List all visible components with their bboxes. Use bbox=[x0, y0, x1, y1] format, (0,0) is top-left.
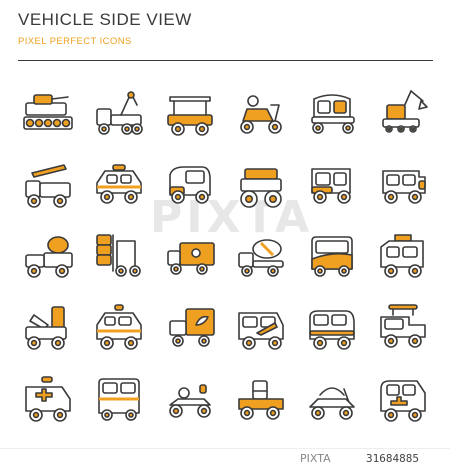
cement-mixer-icon bbox=[237, 239, 284, 277]
buggy-icon bbox=[308, 387, 355, 420]
forklift-icon bbox=[95, 234, 141, 277]
excavator-icon bbox=[381, 90, 428, 133]
cargo-truck-icon bbox=[166, 242, 215, 275]
icon-cell bbox=[296, 148, 367, 220]
page-subtitle: PIXEL PERFECT ICONS bbox=[18, 36, 132, 47]
icon-cell bbox=[225, 292, 296, 364]
page-title: VEHICLE SIDE VIEW bbox=[18, 10, 192, 29]
stock-logo: PIXTA bbox=[300, 452, 331, 465]
icon-cell bbox=[367, 148, 438, 220]
auto-rickshaw-icon bbox=[310, 94, 355, 134]
icon-cell bbox=[225, 76, 296, 148]
taxi-icon bbox=[95, 164, 142, 204]
icon-cell bbox=[12, 148, 83, 220]
garbage-truck-icon bbox=[24, 306, 67, 350]
icon-cell bbox=[83, 220, 154, 292]
icon-cell bbox=[12, 292, 83, 364]
icon-cell bbox=[154, 220, 225, 292]
stock-image-id: 31684885 bbox=[366, 452, 419, 465]
bus-icon bbox=[310, 236, 353, 277]
icon-cell bbox=[367, 364, 438, 436]
icon-cell bbox=[296, 76, 367, 148]
bakery-truck-icon bbox=[24, 236, 73, 278]
icon-cell bbox=[225, 220, 296, 292]
scooter-icon bbox=[239, 95, 282, 134]
jeep-icon bbox=[310, 168, 351, 204]
police-car-icon bbox=[95, 304, 142, 350]
icon-cell bbox=[154, 364, 225, 436]
icon-cell bbox=[83, 364, 154, 436]
icon-cell bbox=[367, 76, 438, 148]
icon-cell bbox=[83, 76, 154, 148]
icon-cell bbox=[83, 148, 154, 220]
icon-cell bbox=[296, 292, 367, 364]
icon-cell bbox=[12, 76, 83, 148]
mini-car-icon bbox=[168, 166, 211, 204]
icon-cell bbox=[154, 148, 225, 220]
icon-cell bbox=[12, 364, 83, 436]
ambulance-icon bbox=[24, 376, 71, 422]
fire-truck-icon bbox=[24, 164, 71, 208]
school-bus-icon bbox=[97, 378, 140, 421]
utility-truck-icon bbox=[237, 380, 284, 420]
icon-grid bbox=[12, 76, 438, 436]
icon-cell bbox=[154, 292, 225, 364]
icon-cell bbox=[296, 220, 367, 292]
van-icon bbox=[237, 312, 284, 350]
pickup-truck-icon bbox=[379, 304, 426, 348]
icon-cell bbox=[296, 364, 367, 436]
rv-icon bbox=[379, 380, 426, 422]
header: VEHICLE SIDE VIEW PIXEL PERFECT ICONS bbox=[18, 10, 192, 48]
tank-icon bbox=[22, 94, 73, 130]
icon-cell bbox=[367, 292, 438, 364]
stock-footer: PIXTA 31684885 bbox=[0, 448, 450, 469]
golf-cart-icon bbox=[166, 96, 213, 136]
minivan-icon bbox=[308, 310, 355, 350]
icon-cell bbox=[367, 220, 438, 292]
monster-truck-icon bbox=[239, 168, 282, 208]
icon-cell bbox=[12, 220, 83, 292]
header-divider bbox=[18, 60, 433, 61]
icon-cell bbox=[225, 364, 296, 436]
icon-cell bbox=[225, 148, 296, 220]
offroad-suv-icon bbox=[381, 170, 426, 204]
delivery-truck-icon bbox=[168, 308, 215, 347]
icon-cell bbox=[154, 76, 225, 148]
camper-van-icon bbox=[379, 234, 424, 278]
go-kart-icon bbox=[168, 384, 211, 418]
tow-truck-icon bbox=[95, 91, 143, 135]
icon-cell bbox=[83, 292, 154, 364]
